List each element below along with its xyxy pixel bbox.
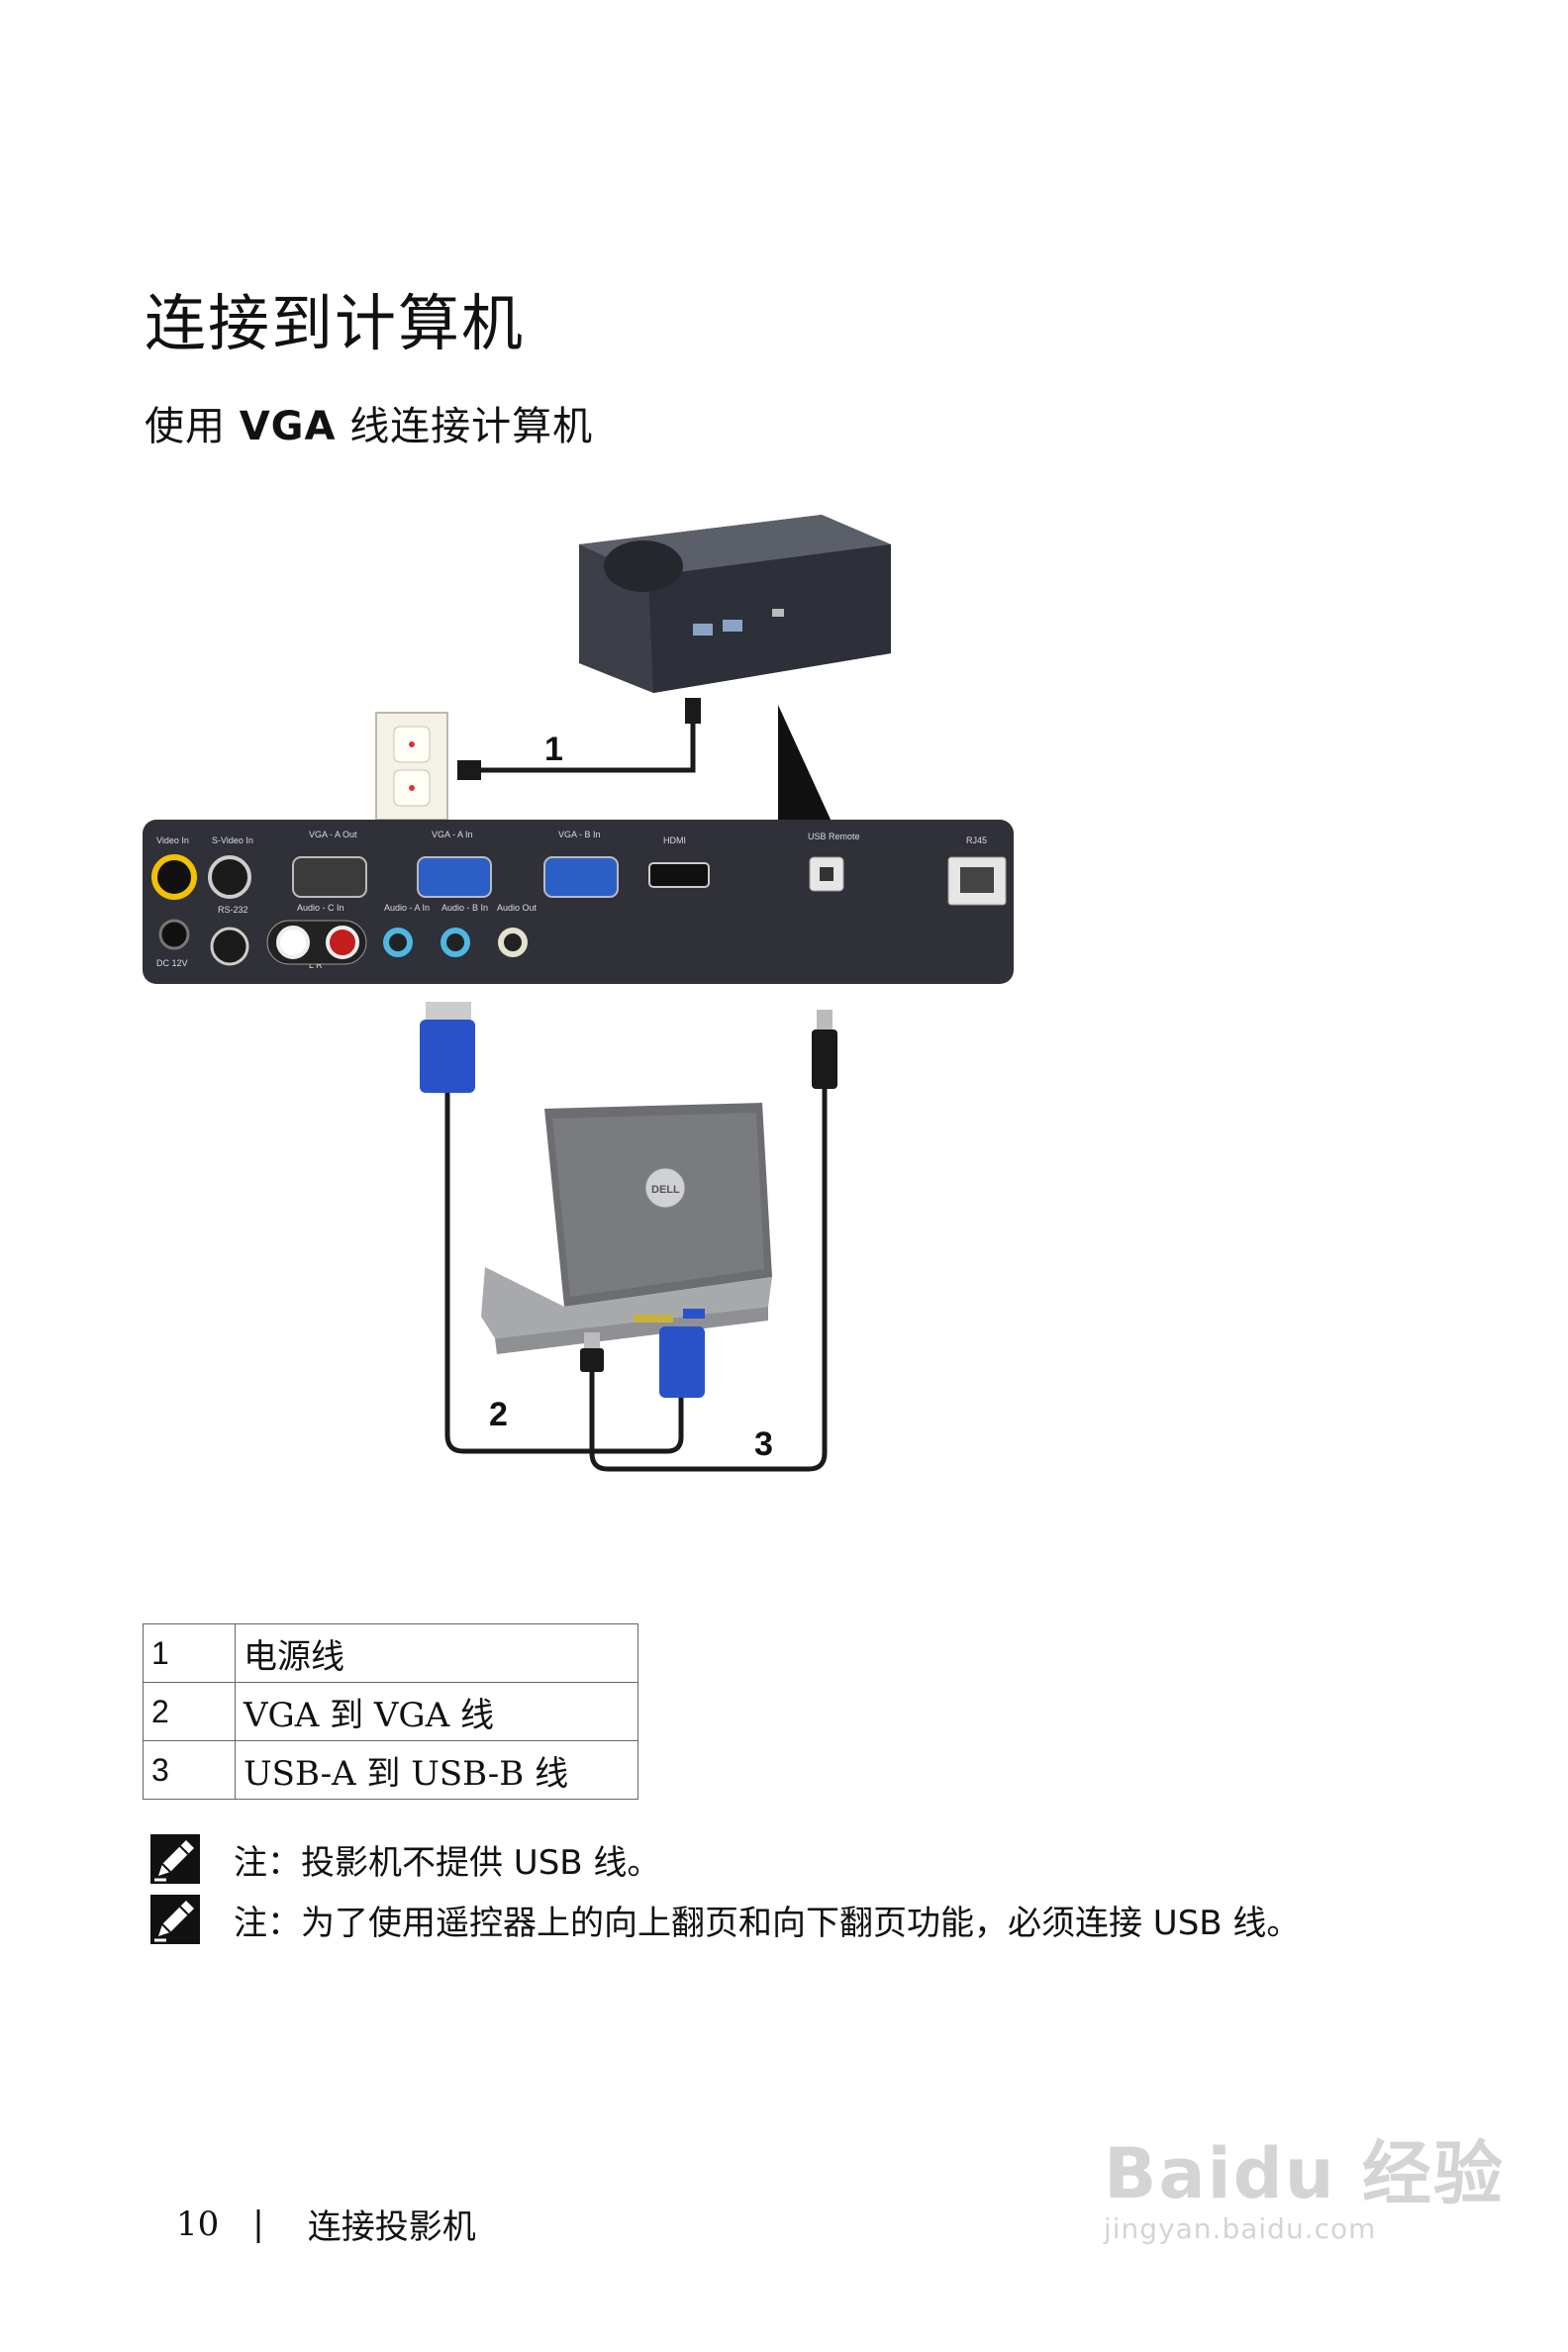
port-audio-a-in [383,928,413,957]
label-audio-b-in: Audio - B In [441,903,488,913]
usb-b-connector-top [812,1010,837,1089]
label-audio-a-in: Audio - A In [384,903,430,913]
label-lr: L R [309,960,323,970]
usb-a-connector-laptop [580,1332,604,1372]
port-audio-c-l [276,926,310,959]
port-rs232 [210,927,249,966]
page-footer: 10 | 连接投影机 [176,2200,476,2248]
vga-cable [444,1093,684,1454]
note-text: 注：为了使用遥控器上的向上翻页和向下翻页功能，必须连接 USB 线。 [234,1903,1301,1943]
port-hdmi [648,862,710,888]
label-s-video-in: S-Video In [212,835,253,845]
port-audio-c-r [326,926,359,959]
vga-connector-laptop [659,1326,705,1398]
port-audio-out [498,928,528,957]
projector [579,515,891,693]
power-plug [457,760,481,780]
note-text: 注：投影机不提供 USB 线。 [234,1842,661,1883]
table-row: 2 VGA 到 VGA 线 [143,1682,638,1741]
label-audio-out: Audio Out [497,903,538,913]
note-1: 注：投影机不提供 USB 线。 [150,1834,660,1884]
label-rj45: RJ45 [966,835,987,845]
watermark: Baidu 经验 jingyan.baidu.com [1104,2118,1505,2245]
legend-num: 2 [143,1682,236,1741]
label-video-in: Video In [156,835,189,845]
note-pencil-icon [150,1895,200,1944]
label-audio-c-in: Audio - C In [297,903,344,913]
label-vga-a-in: VGA - A In [432,830,473,839]
footer-section: 连接投影机 [307,2207,476,2247]
label-usb-remote: USB Remote [808,832,860,841]
vga-connector-top [420,1002,475,1093]
port-vga-a-in [417,856,492,898]
legend-table: 1 电源线 2 VGA 到 VGA 线 3 USB-A 到 USB-B 线 [143,1623,638,1800]
note-2: 注：为了使用遥控器上的向上翻页和向下翻页功能，必须连接 USB 线。 [150,1895,1300,1944]
callout-1: 1 [544,731,563,768]
legend-desc: VGA 到 VGA 线 [235,1682,638,1741]
subtitle-prefix: 使用 [145,404,226,449]
page-title: 连接到计算机 [145,287,526,359]
label-dc-12v: DC 12V [156,958,188,968]
port-audio-b-in [441,928,470,957]
subtitle-bold: VGA [239,404,337,449]
zoom-pointer [778,705,832,822]
laptop: DELL [481,1103,772,1354]
port-vga-a-out [292,856,367,898]
dell-logo [644,1167,686,1209]
label-rs232: RS-232 [218,905,248,915]
label-vga-b-in: VGA - B In [558,830,601,839]
label-hdmi: HDMI [663,835,686,845]
port-dc [158,919,190,950]
watermark-brand: Baidu 经验 [1104,2133,1505,2214]
legend-desc: USB-A 到 USB-B 线 [235,1740,638,1800]
port-vga-b-in [543,856,619,898]
port-s-video [208,855,251,899]
connection-diagram: 1 Video In S-Video In VGA - A Out VGA - … [143,515,1014,1472]
footer-separator: | [252,2204,264,2244]
callout-3: 3 [754,1425,773,1463]
page-number: 10 [176,2204,220,2244]
usb-cable [589,1089,828,1472]
legend-num: 1 [143,1623,236,1683]
legend-desc: 电源线 [235,1623,638,1683]
subtitle-suffix: 线连接计算机 [349,404,594,449]
watermark-url: jingyan.baidu.com [1104,2212,1377,2245]
table-row: 3 USB-A 到 USB-B 线 [143,1740,638,1800]
note-pencil-icon [150,1834,200,1884]
table-row: 1 电源线 [143,1623,638,1683]
wall-outlet [375,712,448,821]
port-video-in [151,854,197,900]
section-subtitle: 使用 VGA 线连接计算机 [145,394,593,451]
legend-num: 3 [143,1740,236,1800]
callout-2: 2 [489,1396,508,1433]
power-cable [475,718,696,773]
label-vga-a-out: VGA - A Out [309,830,357,839]
io-panel: Video In S-Video In VGA - A Out VGA - A … [143,820,1014,984]
laptop-logo-text: DELL [651,1184,680,1196]
